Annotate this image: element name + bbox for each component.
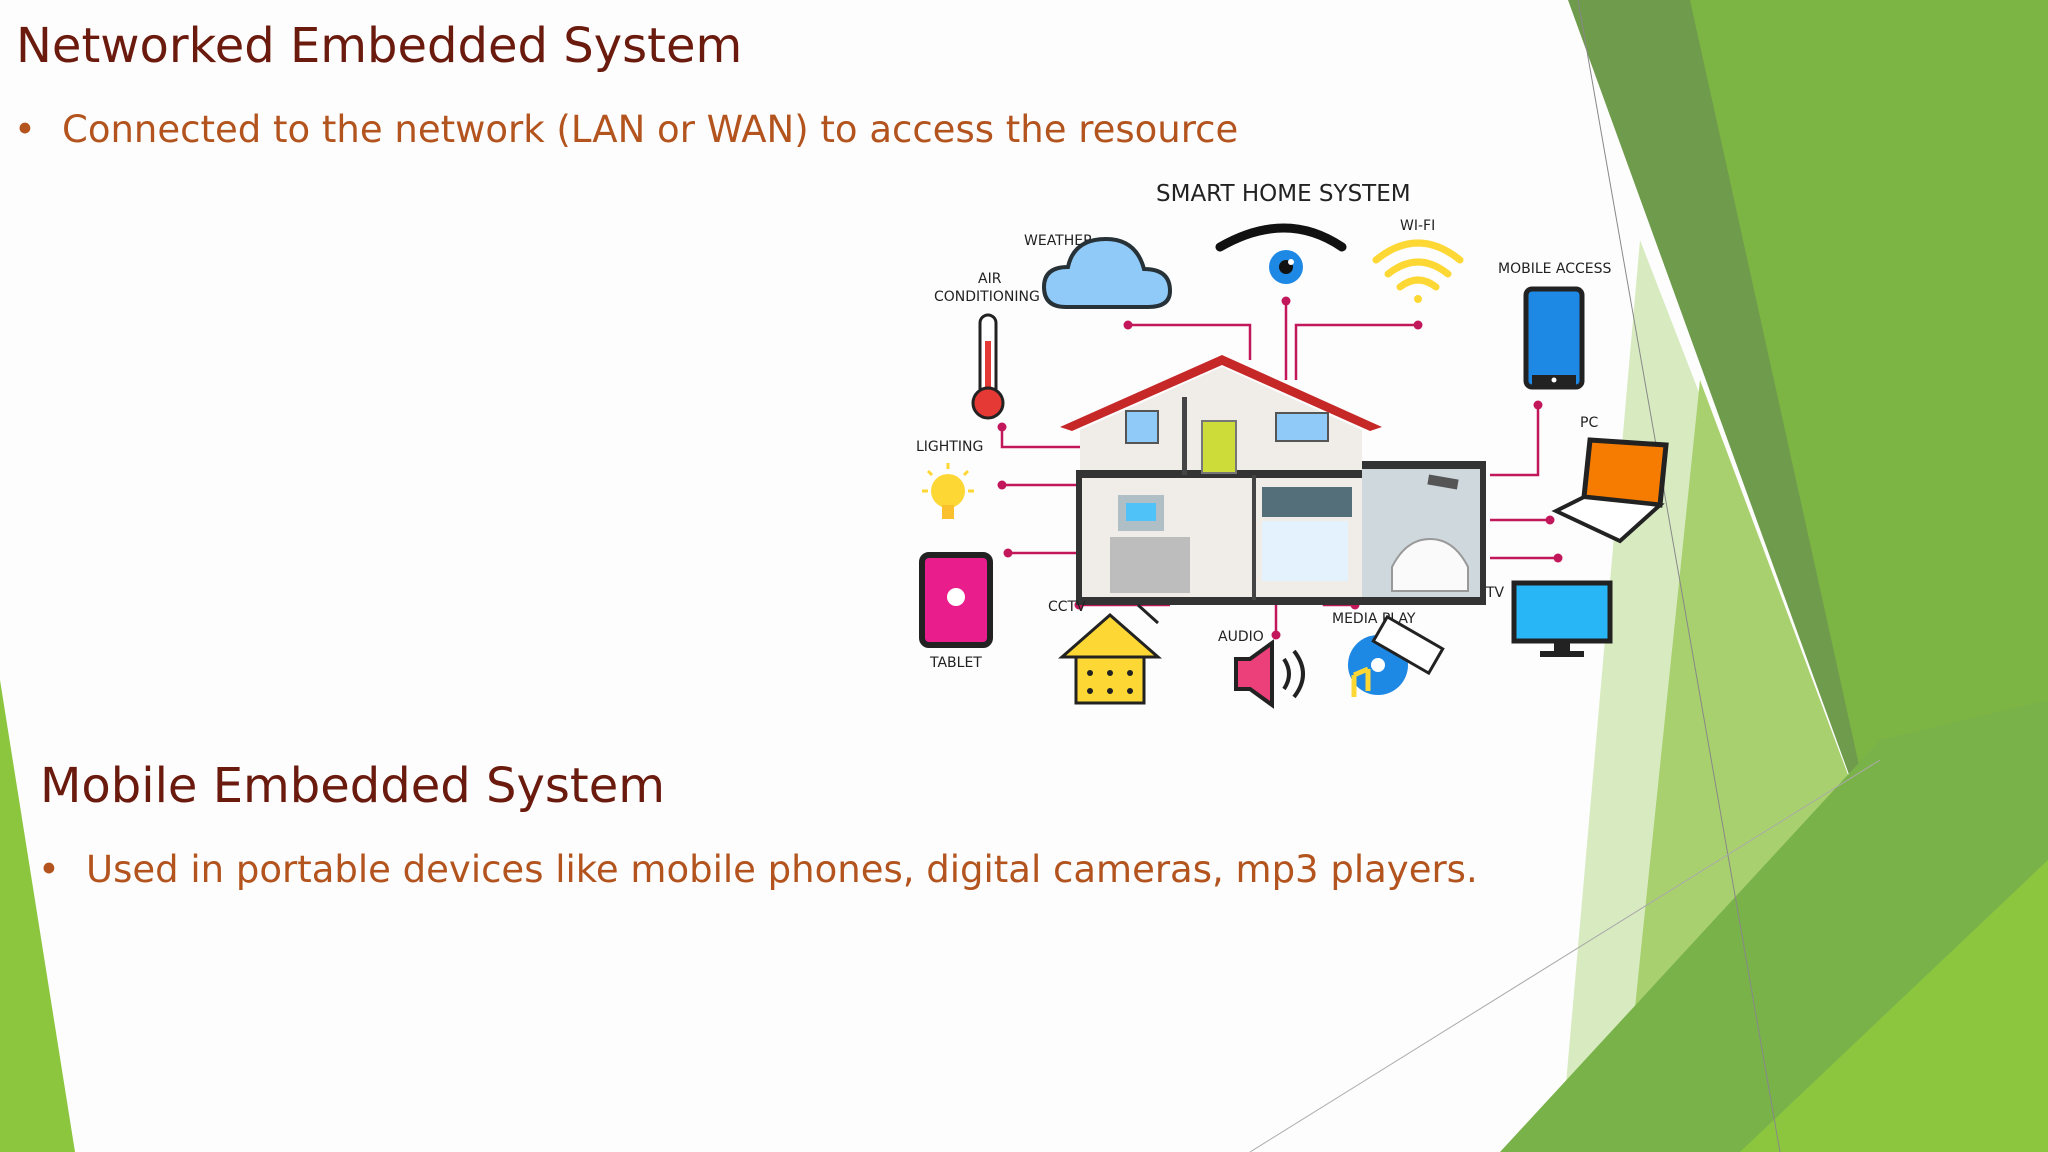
media-disc-icon xyxy=(1348,614,1445,697)
lightbulb-icon xyxy=(922,463,974,519)
house-icon xyxy=(1060,355,1486,605)
tv-label: TV xyxy=(1485,585,1505,601)
section1-bullet-text: Connected to the network (LAN or WAN) to… xyxy=(62,108,1239,151)
smart-home-diagram: SMART HOME SYSTEM xyxy=(916,181,1669,709)
audio-label: AUDIO xyxy=(1218,629,1264,645)
section1-title: Networked Embedded System xyxy=(16,18,743,74)
cctv-house-icon xyxy=(1058,603,1162,705)
thermometer-icon xyxy=(971,313,1005,420)
wifi-label: WI-FI xyxy=(1400,218,1435,234)
decor-line-1 xyxy=(1577,0,1781,1152)
air-conditioning-label-line2: CONDITIONING xyxy=(934,289,1040,305)
cctv-label: CCTV xyxy=(1048,599,1086,615)
decor-left-strip xyxy=(0,680,75,1152)
mobile-access-label: MOBILE ACCESS xyxy=(1498,261,1612,277)
laptop-icon xyxy=(1551,437,1669,544)
wifi-icon xyxy=(1372,239,1464,303)
tablet-label: TABLET xyxy=(929,655,982,671)
weather-label: WEATHER xyxy=(1024,233,1093,249)
section2-title: Mobile Embedded System xyxy=(40,758,665,814)
decor-bottom-right-bright xyxy=(1740,860,2048,1152)
section2-bullet-text: Used in portable devices like mobile pho… xyxy=(86,848,1478,891)
decor-line-2 xyxy=(1249,759,1881,1152)
eye-icon xyxy=(1215,223,1347,284)
air-conditioning-label-line1: AIR xyxy=(978,271,1002,287)
tablet-icon xyxy=(919,552,993,648)
diagram-title: SMART HOME SYSTEM xyxy=(1156,181,1411,207)
cloud-icon xyxy=(1041,236,1173,309)
speaker-icon xyxy=(1234,639,1305,709)
bullet-marker: • xyxy=(38,848,60,891)
tv-icon xyxy=(1511,580,1613,657)
decor-right-mid xyxy=(1690,0,2048,860)
lighting-label: LIGHTING xyxy=(916,439,983,455)
bullet-marker: • xyxy=(14,108,36,151)
pc-label: PC xyxy=(1580,415,1598,431)
smartphone-icon xyxy=(1523,286,1585,390)
